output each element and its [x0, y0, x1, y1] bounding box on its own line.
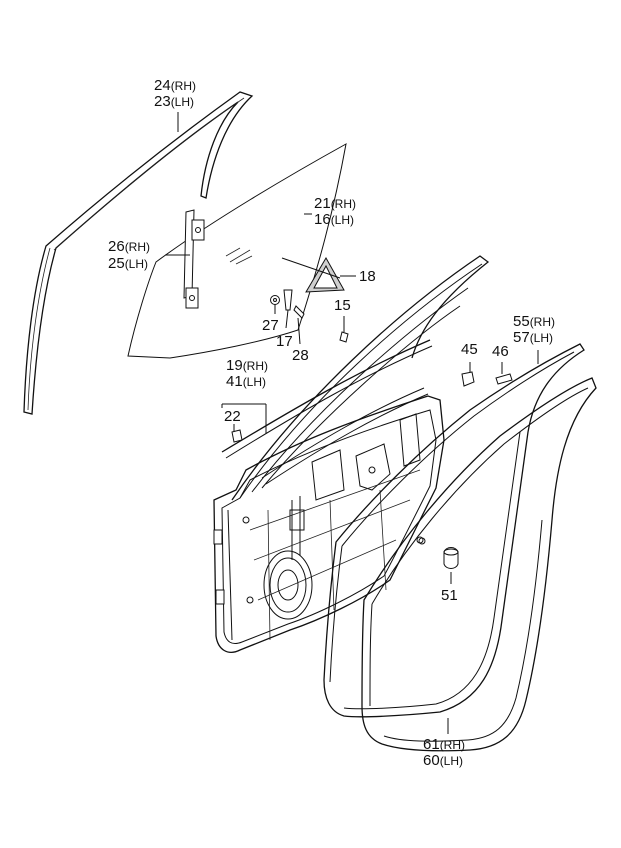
- delta-cover: [305, 256, 345, 293]
- door-weatherstrip-front: [323, 343, 585, 718]
- callout-18: 18: [359, 268, 376, 285]
- callout-27: 27: [262, 317, 279, 334]
- callouts: 24(RH) 23(LH) 21(RH) 16(LH) 26(RH) 25(LH…: [108, 77, 555, 769]
- callout-61: 61(RH): [423, 736, 465, 753]
- door-body: [213, 255, 490, 653]
- callout-21: 21(RH): [314, 195, 356, 212]
- callout-15: 15: [334, 297, 351, 314]
- callout-51: 51: [441, 587, 458, 604]
- callout-28: 28: [292, 347, 309, 364]
- fasteners: [270, 289, 349, 343]
- glass-run-channel: [23, 91, 254, 415]
- glass-channel: [183, 209, 205, 309]
- callout-46: 46: [492, 343, 509, 360]
- callout-17: 17: [276, 333, 293, 350]
- callout-16: 16(LH): [314, 211, 354, 228]
- callout-45: 45: [461, 341, 478, 358]
- callout-25: 25(LH): [108, 255, 148, 272]
- callout-55: 55(RH): [513, 313, 555, 330]
- callout-19: 19(RH): [226, 357, 268, 374]
- callout-23: 23(LH): [154, 93, 194, 110]
- callout-57: 57(LH): [513, 329, 553, 346]
- leader-lines: [165, 112, 539, 734]
- body-weatherstrip: [361, 377, 597, 752]
- callout-26: 26(RH): [108, 238, 150, 255]
- callout-60: 60(LH): [423, 752, 463, 769]
- door-glass: [127, 143, 347, 359]
- callout-22: 22: [224, 408, 241, 425]
- callout-41: 41(LH): [226, 373, 266, 390]
- clip-parts: [231, 371, 513, 569]
- callout-24: 24(RH): [154, 77, 196, 94]
